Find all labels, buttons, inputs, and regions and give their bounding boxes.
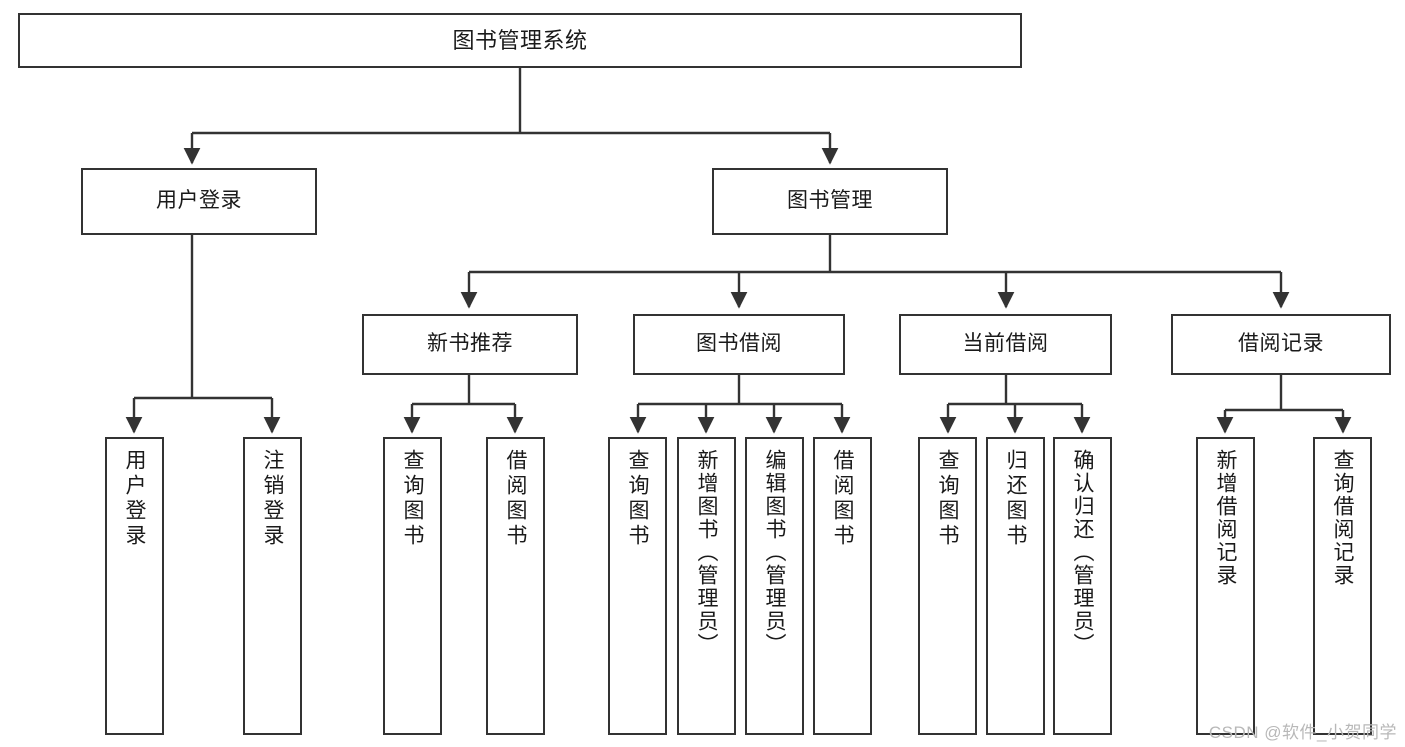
node-leaf-return-book-label: 归还图书 [1004,449,1027,549]
node-root-label: 图书管理系统 [452,27,588,53]
node-leaf-return-book[interactable]: 归还图书 [986,437,1045,735]
node-leaf-confirm-return-label: 确认归还（管理员） [1071,449,1094,656]
node-leaf-query-book-2[interactable]: 查询图书 [608,437,667,735]
node-current-borrow-label: 当前借阅 [962,332,1049,356]
node-leaf-user-login[interactable]: 用户登录 [105,437,164,735]
node-leaf-borrow-book-1-label: 借阅图书 [504,449,527,549]
node-leaf-borrow-book-2-label: 借阅图书 [831,449,854,549]
node-borrow-record-label: 借阅记录 [1238,332,1324,356]
node-leaf-add-book-label: 新增图书（管理员） [695,449,718,656]
node-leaf-query-book-1-label: 查询图书 [401,449,424,549]
node-leaf-user-login-label: 用户登录 [123,449,146,549]
node-user-login[interactable]: 用户登录 [81,168,317,235]
node-leaf-add-book[interactable]: 新增图书（管理员） [677,437,736,735]
node-book-borrow[interactable]: 图书借阅 [633,314,845,375]
node-leaf-user-logout[interactable]: 注销登录 [243,437,302,735]
node-new-book-rec[interactable]: 新书推荐 [362,314,578,375]
node-leaf-add-record-label: 新增借阅记录 [1214,449,1237,587]
watermark: CSDN @软件_小贺同学 [1208,723,1397,742]
node-leaf-query-book-1[interactable]: 查询图书 [383,437,442,735]
node-leaf-query-record-label: 查询借阅记录 [1331,449,1354,587]
node-leaf-borrow-book-2[interactable]: 借阅图书 [813,437,872,735]
node-book-manage[interactable]: 图书管理 [712,168,948,235]
node-book-manage-label: 图书管理 [787,189,873,213]
node-leaf-edit-book-label: 编辑图书（管理员） [763,449,786,656]
node-leaf-query-record[interactable]: 查询借阅记录 [1313,437,1372,735]
node-leaf-user-logout-label: 注销登录 [261,449,284,549]
node-root[interactable]: 图书管理系统 [18,13,1022,68]
node-leaf-query-book-3[interactable]: 查询图书 [918,437,977,735]
node-current-borrow[interactable]: 当前借阅 [899,314,1112,375]
node-leaf-confirm-return[interactable]: 确认归还（管理员） [1053,437,1112,735]
node-leaf-edit-book[interactable]: 编辑图书（管理员） [745,437,804,735]
node-borrow-record[interactable]: 借阅记录 [1171,314,1391,375]
node-leaf-query-book-3-label: 查询图书 [936,449,959,549]
node-leaf-add-record[interactable]: 新增借阅记录 [1196,437,1255,735]
node-new-book-rec-label: 新书推荐 [427,332,513,356]
node-leaf-query-book-2-label: 查询图书 [626,449,649,549]
node-book-borrow-label: 图书借阅 [696,332,782,356]
node-leaf-borrow-book-1[interactable]: 借阅图书 [486,437,545,735]
node-user-login-label: 用户登录 [156,189,242,213]
